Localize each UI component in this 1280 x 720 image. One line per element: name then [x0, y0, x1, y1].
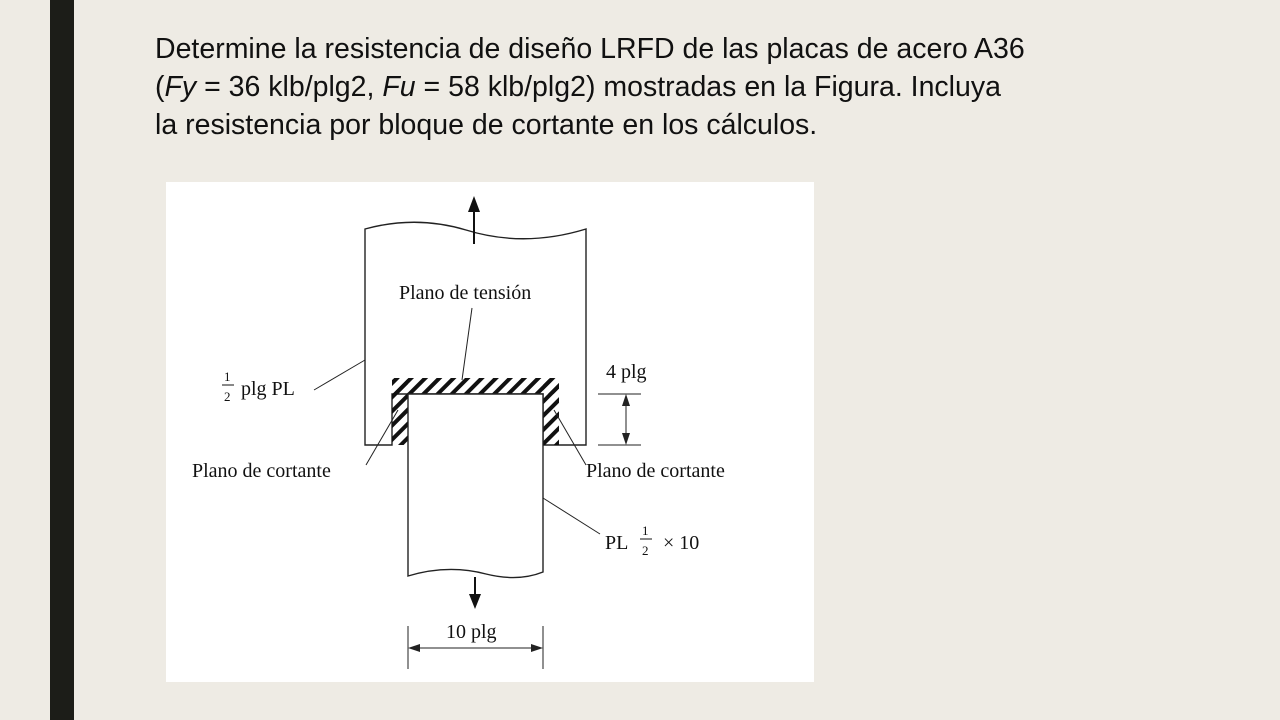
lower-plate: [407, 393, 544, 579]
label-pl-num: 1: [642, 523, 649, 538]
shear-plane-left-hatch: [392, 379, 408, 445]
problem-line-2-open: (: [155, 71, 165, 103]
label-tension-plane: Plano de tensión: [399, 282, 531, 304]
label-pl-den: 2: [642, 543, 649, 558]
problem-line-2-rest: = 58 klb/plg2) mostradas en la Figura. I…: [415, 71, 1001, 103]
shear-plane-right-hatch: [543, 379, 559, 445]
problem-statement: Determine la resistencia de diseño LRFD …: [155, 30, 1208, 144]
dimension-10-plg: [407, 626, 544, 669]
label-half-num: 1: [224, 369, 231, 384]
dimension-4-plg: [598, 393, 641, 446]
leader-shear-right: [553, 409, 587, 466]
leader-pl-label: [542, 497, 601, 535]
problem-line-3: la resistencia por bloque de cortante en…: [155, 109, 818, 141]
label-pl-prefix: PL: [605, 532, 628, 554]
label-half-den: 2: [224, 389, 231, 404]
fy-value: = 36 klb/plg2,: [196, 71, 383, 103]
label-pl-size: × 10: [663, 532, 699, 554]
label-dimension-4: 4 plg: [606, 361, 647, 383]
fu-symbol: Fu: [382, 71, 416, 103]
problem-line-1: Determine la resistencia de diseño LRFD …: [155, 33, 1025, 65]
label-dimension-10: 10 plg: [446, 621, 497, 643]
load-arrow-up: [468, 196, 480, 244]
label-shear-left: Plano de cortante: [192, 460, 331, 482]
label-shear-right: Plano de cortante: [586, 460, 725, 482]
load-arrow-down: [469, 577, 481, 609]
leader-shear-left: [365, 409, 399, 466]
leader-half-plate: [313, 359, 366, 391]
fy-symbol: Fy: [164, 71, 197, 103]
leader-tension-plane: [461, 307, 473, 381]
label-plate-thickness: plg PL: [241, 378, 295, 400]
tension-plane-hatch: [392, 378, 559, 394]
connection-diagram: Plano de tensión 1 2 plg PL 4 plg Plano …: [192, 196, 725, 669]
slide-accent-bar: [50, 0, 74, 720]
figure-panel: Plano de tensión 1 2 plg PL 4 plg Plano …: [166, 182, 814, 682]
